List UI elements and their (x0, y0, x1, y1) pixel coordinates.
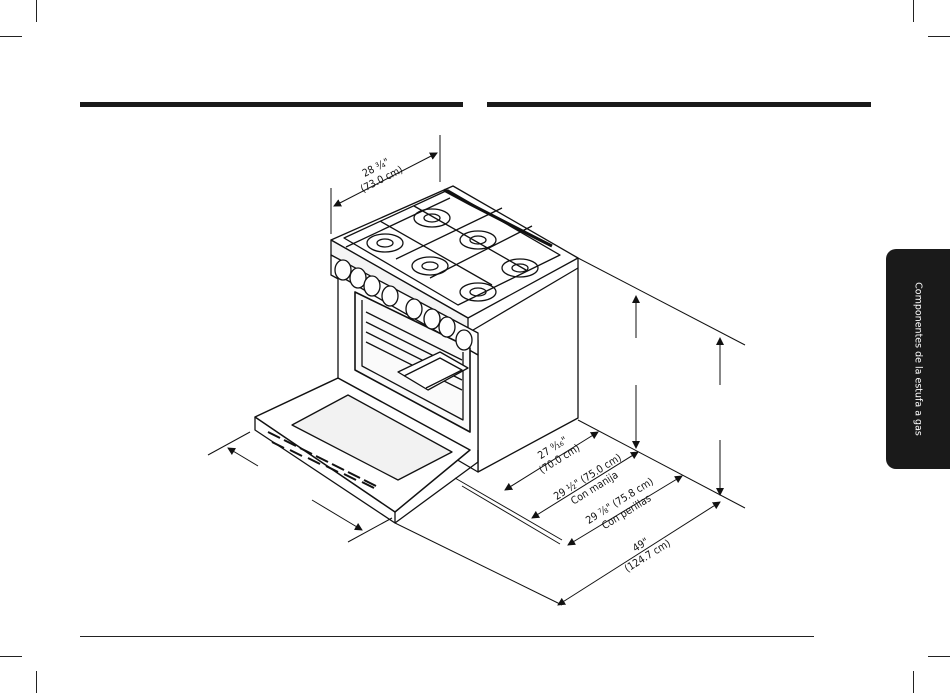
range-illustration (255, 186, 578, 544)
